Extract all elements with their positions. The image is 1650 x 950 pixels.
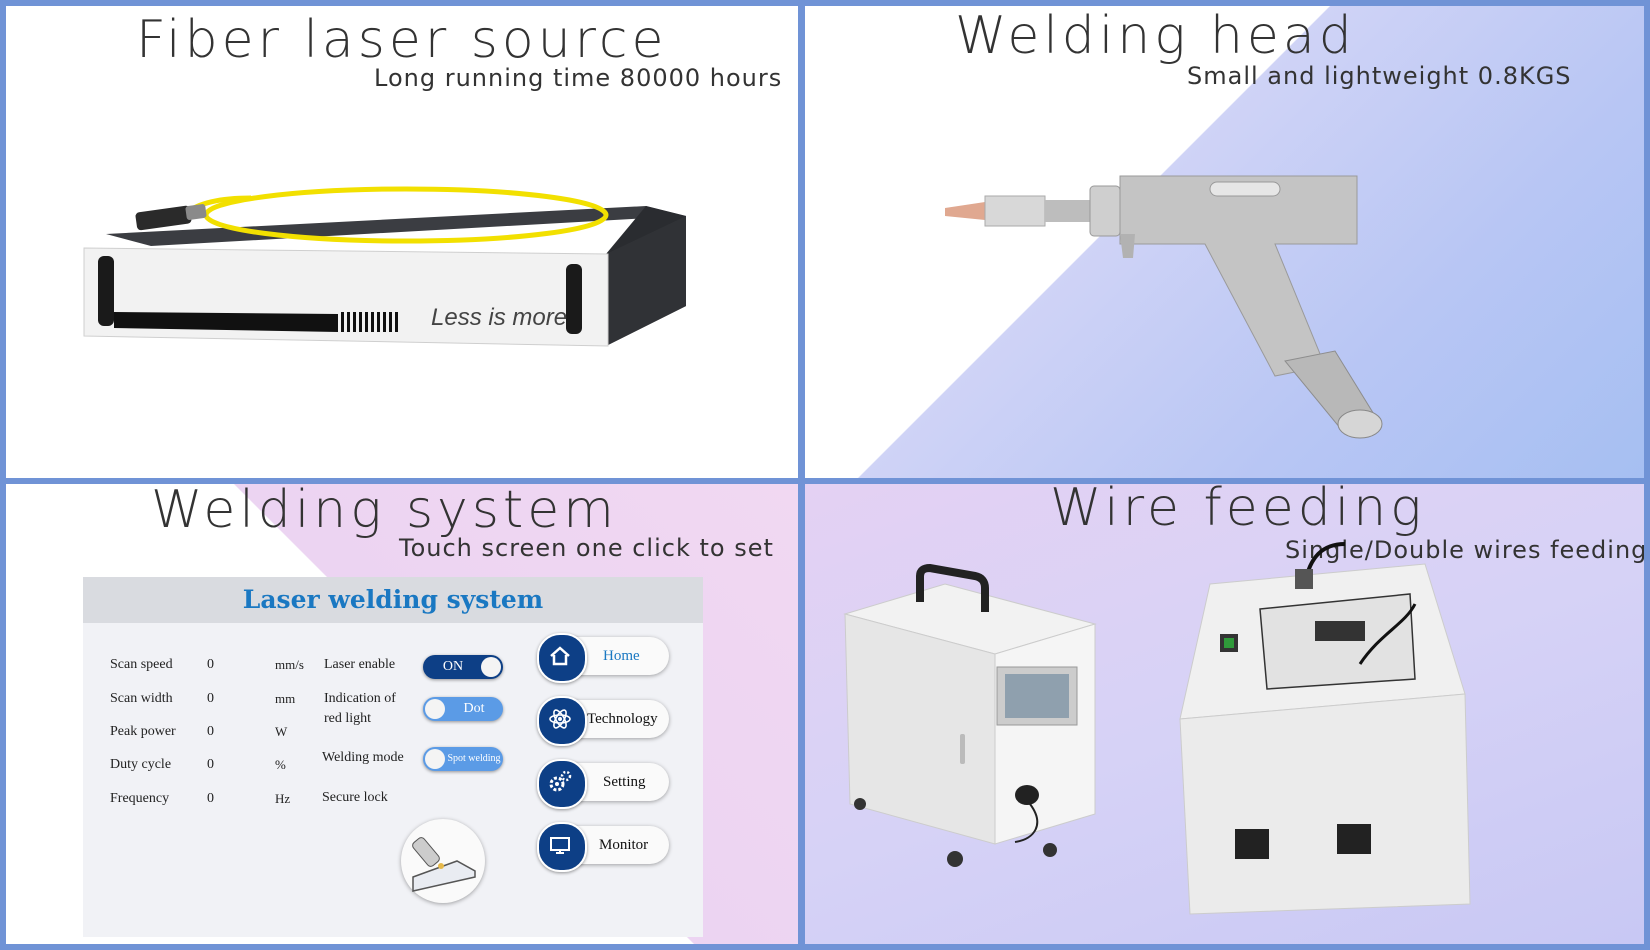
toggle-label: Dot — [463, 701, 485, 716]
home-icon — [537, 633, 587, 683]
atom-icon — [537, 696, 587, 746]
param-label: Scan width — [110, 691, 173, 706]
param-label: Scan speed — [110, 657, 173, 672]
panel-subtitle: Long running time 80000 hours — [374, 64, 783, 92]
wire-feeder-image — [843, 542, 1471, 915]
welding-mode-toggle[interactable]: Spot welding — [423, 747, 503, 771]
param-unit: mm — [275, 691, 296, 706]
panel-subtitle: Single/Double wires feeding — [1285, 536, 1644, 564]
panel-wire-feeding: Wire feeding Single/Double wires feeding — [805, 484, 1644, 944]
param-unit: W — [275, 724, 288, 739]
panel-fiber-laser-source: Fiber laser source Long running time 800… — [6, 6, 798, 478]
param-label: Peak power — [110, 724, 176, 739]
param-value[interactable]: 0 — [207, 657, 214, 672]
red-light-toggle[interactable]: Dot — [423, 697, 503, 721]
param-label: Duty cycle — [110, 757, 172, 772]
hmi-header: Laser welding system — [83, 577, 703, 623]
param-unit: mm/s — [275, 657, 304, 672]
param-label: Frequency — [110, 791, 170, 806]
secure-lock-icon[interactable] — [401, 819, 485, 903]
welding-head-image — [945, 175, 1383, 439]
toggle-label: ON — [442, 659, 464, 674]
hmi-title: Laser welding system — [242, 585, 544, 614]
param-value[interactable]: 0 — [207, 791, 214, 806]
laser-enable-toggle[interactable]: ON — [423, 655, 503, 679]
panel-title: Welding system — [151, 484, 618, 540]
toggle-knob — [481, 657, 501, 677]
toggle-knob — [425, 749, 445, 769]
setting-label: Indication of red light — [324, 691, 396, 726]
setting-label: Welding mode — [322, 750, 404, 765]
panel-subtitle: Small and lightweight 0.8KGS — [1187, 62, 1572, 90]
nav-label: Technology — [587, 711, 658, 727]
fiber-laser-image — [83, 186, 686, 347]
device-slogan: Less is more — [431, 304, 568, 331]
nav-technology-button[interactable]: Technology — [537, 696, 669, 746]
panel-subtitle: Touch screen one click to set — [399, 534, 774, 562]
hmi-screen: Laser welding system Scan speed 0 mm/s S… — [83, 577, 703, 937]
param-value[interactable]: 0 — [207, 757, 214, 772]
setting-label: Laser enable — [324, 657, 396, 672]
panel-title: Wire feeding — [1050, 484, 1426, 538]
toggle-label: Spot welding — [447, 753, 501, 764]
nav-label: Home — [603, 648, 640, 664]
setting-label: Secure lock — [322, 790, 388, 805]
panel-title: Welding head — [955, 6, 1356, 66]
param-unit: % — [275, 757, 286, 772]
param-unit: Hz — [275, 791, 291, 806]
nav-label: Monitor — [599, 837, 649, 853]
nav-monitor-button[interactable]: Monitor — [537, 822, 669, 872]
param-value[interactable]: 0 — [207, 724, 214, 739]
nav-setting-button[interactable]: Setting — [537, 759, 669, 809]
panel-title: Fiber laser source — [136, 10, 668, 70]
nav-home-button[interactable]: Home — [537, 633, 669, 683]
gear-icon — [537, 759, 587, 809]
toggle-knob — [425, 699, 445, 719]
panel-welding-system: Welding system Touch screen one click to… — [6, 484, 798, 944]
nav-label: Setting — [603, 774, 646, 790]
param-value[interactable]: 0 — [207, 691, 214, 706]
panel-welding-head: Welding head Small and lightweight 0.8KG… — [805, 6, 1644, 478]
monitor-icon — [537, 822, 587, 872]
